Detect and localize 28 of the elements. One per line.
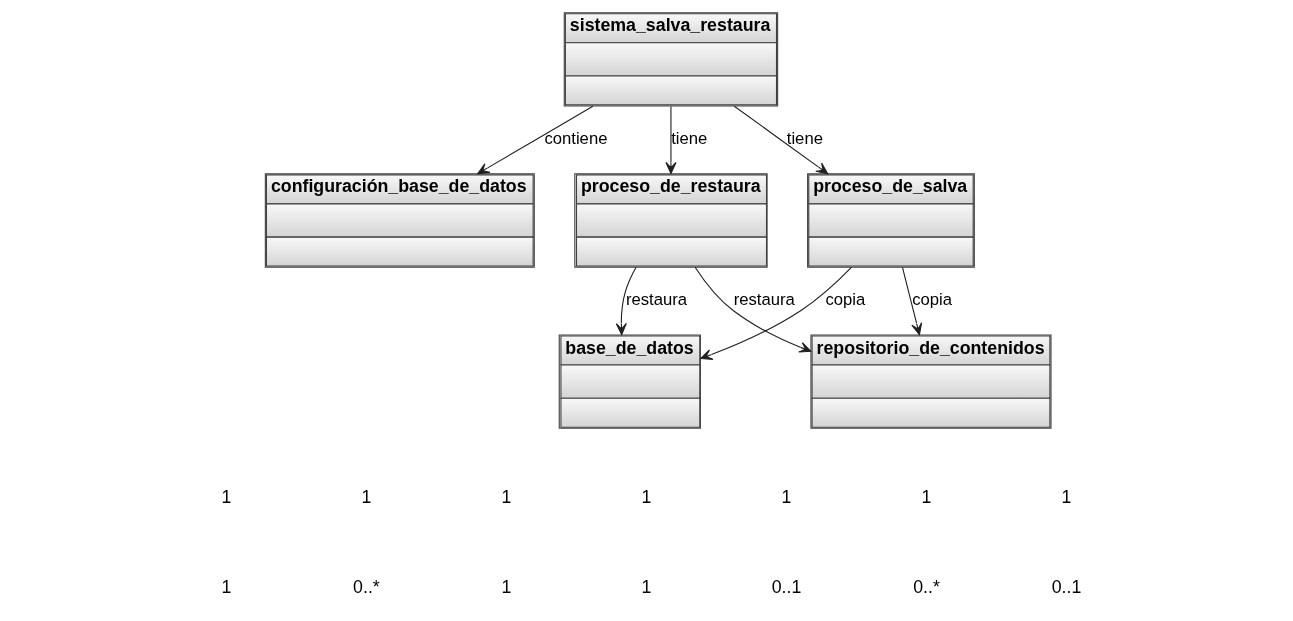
arrow — [694, 266, 812, 353]
label: 1 — [501, 576, 512, 597]
label: 1 — [501, 486, 512, 507]
label: 1 — [921, 486, 932, 507]
label: 1 — [361, 486, 372, 507]
arrow — [477, 105, 594, 175]
label: 0..* — [353, 576, 380, 597]
label: 0..1 — [771, 576, 802, 597]
arrow — [700, 266, 852, 360]
label: 1 — [641, 576, 652, 597]
arrow — [665, 105, 677, 175]
label: 1 — [641, 486, 652, 507]
label: 1 — [781, 486, 792, 507]
arrow — [615, 266, 637, 336]
edge-label: restaura — [733, 289, 795, 309]
edge-label: copia — [912, 289, 952, 309]
label: 1 — [1061, 486, 1072, 507]
arrow — [733, 105, 829, 175]
edge-label: copia — [825, 289, 866, 309]
label: 1 — [221, 576, 232, 597]
edge-label: contiene — [544, 128, 608, 148]
edge-label: restaura — [625, 289, 688, 309]
label: 0..1 — [1051, 576, 1082, 597]
edge-label: tiene — [671, 128, 708, 148]
label: 0..* — [913, 576, 940, 597]
label: 1 — [221, 486, 232, 507]
edge-label: tiene — [786, 128, 823, 148]
arrow — [902, 267, 923, 336]
